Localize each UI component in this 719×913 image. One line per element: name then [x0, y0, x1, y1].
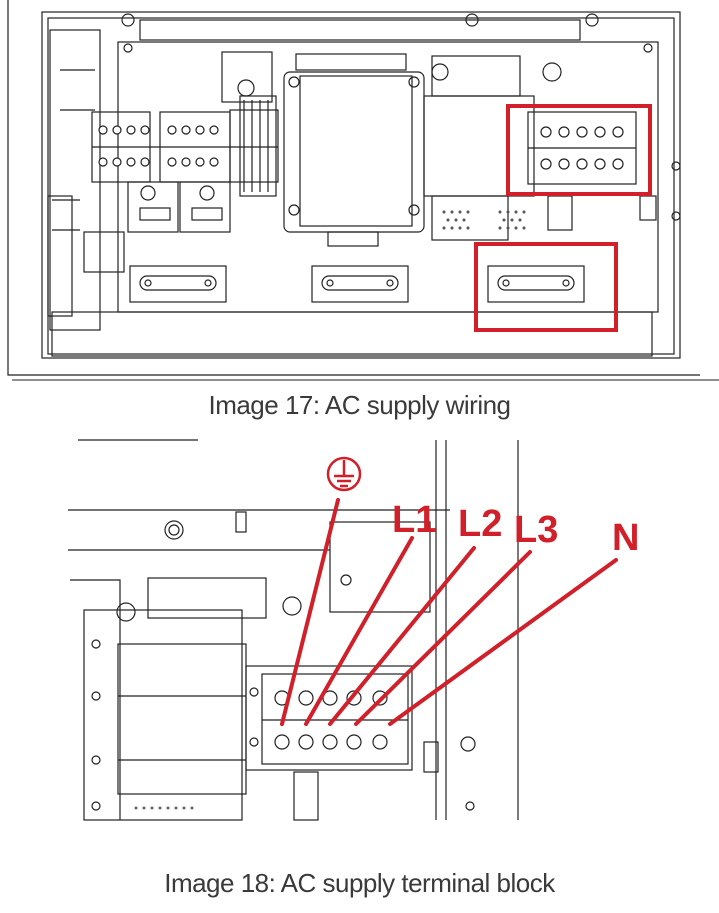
caption-image-17: Image 17: AC supply wiring — [208, 390, 511, 420]
l2-wire-line — [328, 546, 476, 726]
l3-wire-line — [354, 550, 532, 726]
earth-wire-line — [280, 498, 340, 726]
l1-wire-line — [304, 536, 414, 726]
terminal-block-drawing: L1 L2 L3 N — [68, 439, 639, 821]
protective-earth-icon — [326, 456, 362, 492]
cable-gland-highlight — [474, 242, 618, 332]
n-wire-line — [388, 558, 618, 726]
figure-ac-supply-wiring — [0, 0, 719, 390]
ac-supply-wiring-drawing — [7, 0, 719, 381]
label-l3: L3 — [514, 509, 558, 551]
label-l2: L2 — [458, 503, 502, 545]
label-n: N — [612, 517, 639, 559]
terminal-block-highlight — [506, 104, 652, 196]
label-l1: L1 — [392, 499, 436, 541]
figure-ac-supply-terminal-block: L1 L2 L3 N — [0, 430, 719, 830]
caption-image-18: Image 18: AC supply terminal block — [164, 868, 555, 898]
